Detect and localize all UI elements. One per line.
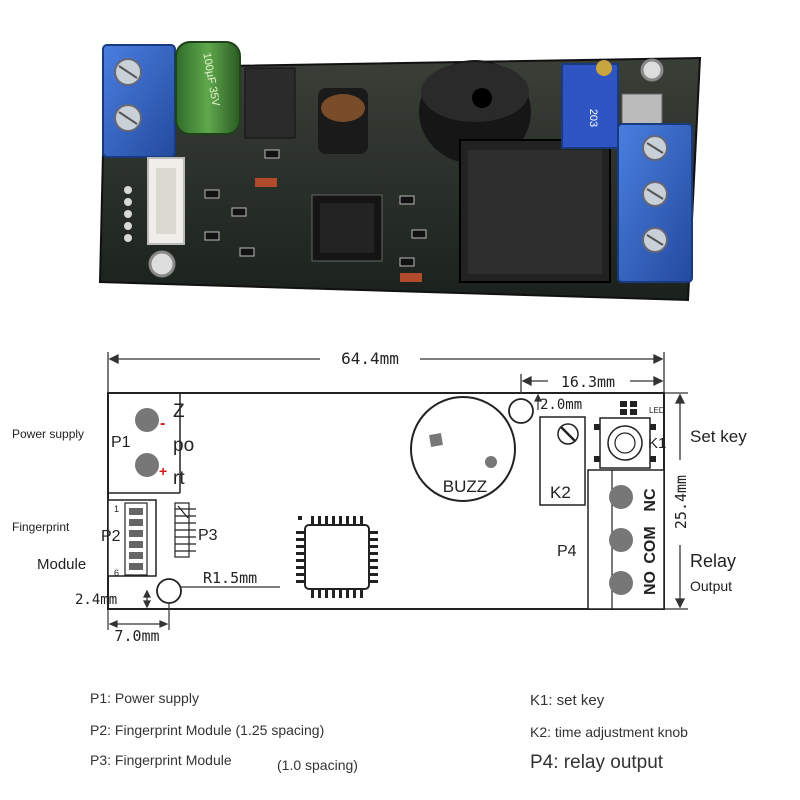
p3-label: P3 xyxy=(198,527,218,544)
k-offset-text: 16.3mm xyxy=(561,373,615,391)
mcu-chip xyxy=(296,516,378,598)
p1-connector xyxy=(108,393,181,494)
width-dimension xyxy=(107,352,665,393)
power-terminal-photo xyxy=(102,44,176,158)
hole-bottom-text: 2.4mm xyxy=(75,592,117,608)
height-dimension-text: 25.4mm xyxy=(672,475,690,529)
legend-k2: K2: time adjustment knob xyxy=(530,724,688,740)
p1-rt-text: rt xyxy=(173,468,185,489)
mounting-hole xyxy=(148,250,176,278)
p1-plus: + xyxy=(159,463,167,479)
nc-label: NC xyxy=(642,488,659,512)
mounting-hole-bottom xyxy=(156,578,182,604)
legend-p1: P1: Power supply xyxy=(90,690,199,706)
height-dimension xyxy=(664,392,688,610)
output-side-label: Output xyxy=(690,578,733,594)
regulator-photo xyxy=(244,67,296,139)
com-label: COM xyxy=(642,526,659,563)
k1-label: K1 xyxy=(648,435,666,452)
hole-left-dimension xyxy=(107,603,170,630)
k1-set-key xyxy=(594,417,656,469)
legend-p3: P3: Fingerprint Module xyxy=(90,752,232,768)
k-offset-dimension xyxy=(520,374,664,394)
p2-label: P2 xyxy=(101,528,121,545)
p2-connector xyxy=(107,499,157,577)
set-key-side-label: Set key xyxy=(690,427,747,446)
p3-connector xyxy=(174,502,196,558)
hole-bottom-dimension xyxy=(143,589,151,609)
p1-terminal-bottom xyxy=(135,453,159,477)
no-label: NO xyxy=(642,571,659,595)
legend-p2: P2: Fingerprint Module (1.25 spacing) xyxy=(90,722,325,738)
p1-label: P1 xyxy=(111,434,131,451)
p2-pin6: 6 xyxy=(114,568,119,578)
led-label: LED xyxy=(649,406,665,415)
fingerprint-side-label: Fingerprint xyxy=(12,520,70,534)
module-side-label: Module xyxy=(37,556,87,573)
relay-side-label: Relay xyxy=(690,551,737,571)
hole-top-dimension xyxy=(534,393,542,410)
p1-z-text: Z xyxy=(173,401,185,422)
hole-radius-text: R1.5mm xyxy=(203,569,257,587)
fingerprint-connector-photo xyxy=(147,157,185,245)
capacitor-photo: 100µF 35V xyxy=(175,41,241,135)
potentiometer-photo: 203 xyxy=(561,60,619,149)
pad-row-photo xyxy=(124,186,132,242)
legend-p4: P4: relay output xyxy=(530,752,664,773)
led-pads xyxy=(620,401,637,415)
hole-left-text: 7.0mm xyxy=(114,627,159,645)
pot-text: 203 xyxy=(587,109,599,127)
relay-terminal-photo xyxy=(617,123,693,283)
legend-p3-spacing: (1.0 spacing) xyxy=(277,757,358,773)
power-supply-side-label: Power supply xyxy=(12,427,85,441)
relay-photo xyxy=(459,139,611,283)
tact-switch-photo xyxy=(621,93,663,125)
buzzer-photo xyxy=(419,60,531,164)
p2-pin1: 1 xyxy=(114,504,119,514)
dimension-diagram: 64.4mm 16.3mm 25.4mm 2.0mm LED P1 - + Z xyxy=(75,349,690,645)
k2-potentiometer xyxy=(539,416,586,506)
legend-k1: K1: set key xyxy=(530,692,605,709)
hole-top-text: 2.0mm xyxy=(540,397,582,413)
p1-minus: - xyxy=(160,415,165,432)
buzz-label: BUZZ xyxy=(443,477,487,496)
p4-label: P4 xyxy=(557,543,577,560)
mounting-hole-top xyxy=(508,398,534,424)
smd-parts-photo xyxy=(204,149,427,267)
k2-label: K2 xyxy=(550,483,571,502)
diode-photo xyxy=(400,273,422,282)
width-dimension-text: 64.4mm xyxy=(341,349,399,368)
board-photo: 100µF 35V 203 xyxy=(98,41,702,302)
mcu-chip-photo xyxy=(311,194,383,262)
p4-relay-terminal xyxy=(587,469,665,610)
p1-terminal-top xyxy=(135,408,159,432)
buzzer xyxy=(410,396,516,502)
inductor-photo xyxy=(318,88,368,154)
p1-po-text: po xyxy=(173,435,194,456)
diode-photo xyxy=(255,178,277,187)
mounting-hole xyxy=(640,58,664,82)
